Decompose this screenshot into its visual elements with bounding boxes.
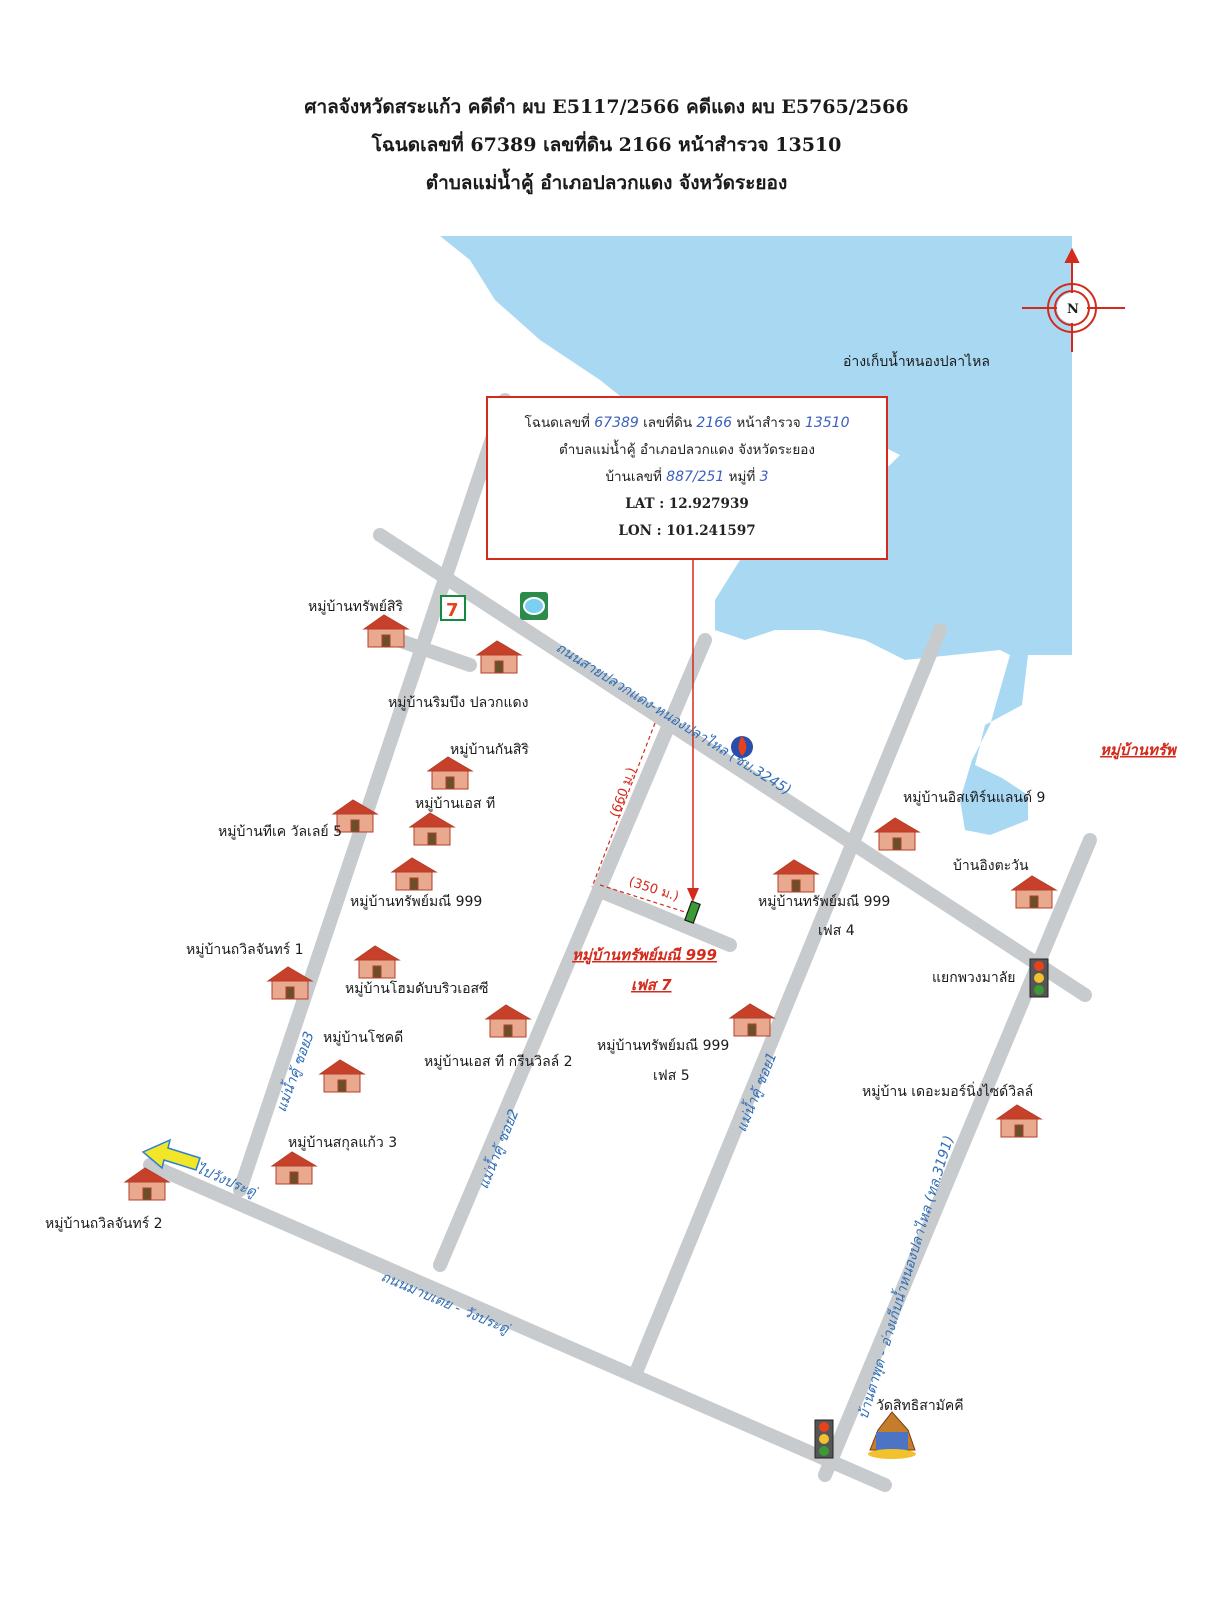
- village-label-tawinchan1: หมู่บ้านถวิลจันทร์ 1: [186, 941, 304, 958]
- header-location-line: ตำบลแม่น้ำคู้ อำเภอปลวกแดง จังหวัดระยอง: [425, 172, 788, 194]
- house-icon: [995, 1104, 1043, 1138]
- moo-number: 3: [759, 469, 769, 485]
- direction-arrow-icon: [141, 1138, 201, 1171]
- compass-north-label: N: [1067, 302, 1079, 317]
- property-pointer-arrowhead: [687, 888, 699, 902]
- document-header: ศาลจังหวัดสระแก้ว คดีดำ ผบ E5117/2566 คด…: [0, 88, 1213, 202]
- road-label-tl3191: บ้านตาพุด - อ่างเก็บน้ำหนองปลาไหล (ทล.31…: [853, 1133, 958, 1421]
- village-label-ingtawan: บ้านอิงตะวัน: [953, 858, 1029, 874]
- property-village-phase: เฟส 7: [631, 976, 672, 994]
- house-number: 887/251: [666, 469, 725, 485]
- property-village-label: หมู่บ้านทรัพย์มณี 999: [572, 946, 717, 965]
- village-house-icons: [123, 614, 1058, 1201]
- village-label-morningside: หมู่บ้าน เดอะมอร์นิ่งไซด์วิลล์: [862, 1082, 1033, 1100]
- village-label-sapmanee-p5: หมู่บ้านทรัพย์มณี 999: [597, 1037, 729, 1054]
- house-icon: [426, 756, 474, 790]
- village-label-kansiri: หมู่บ้านกันสิริ: [450, 742, 529, 758]
- village-label-chokdee: หมู่บ้านโชคดี: [323, 1029, 403, 1046]
- house-icon: [728, 1003, 776, 1037]
- house-icon: [475, 640, 523, 674]
- village-label-tawinchan2: หมู่บ้านถวิลจันทร์ 2: [45, 1215, 163, 1232]
- house-icon: [1010, 875, 1058, 909]
- house-icon: [353, 945, 401, 979]
- house-icon: [408, 812, 456, 846]
- village-label-sapmanee-p5-phase: เฟส 5: [653, 1068, 690, 1084]
- house-icon: [484, 1004, 532, 1038]
- distance-markers: [591, 722, 689, 914]
- road-label-main-south: ถนนมาบเตย - วังประดู่: [378, 1269, 513, 1338]
- road-branch-property: [598, 886, 737, 952]
- land-prefix: เลขที่ดิน: [643, 415, 693, 431]
- distance-line-350: [599, 884, 689, 914]
- village-label-sapsiri: หมู่บ้านทรัพย์สิริ: [308, 598, 404, 615]
- road-soi1: [628, 623, 947, 1382]
- deed-number: 67389: [594, 415, 639, 431]
- junction-label-puangmalai: แยกพวงมาลัย: [932, 970, 1016, 986]
- survey-number: 13510: [804, 415, 850, 431]
- road-label-main-ne: ถนนสายปลวกแดง-หนองปลาไหล (ชบ.3245): [553, 639, 794, 799]
- road-soi3: [233, 393, 512, 1197]
- house-icon: [390, 857, 438, 891]
- road-soi2: [433, 633, 712, 1272]
- village-label-edge: หมู่บ้านทรัพ: [1100, 741, 1178, 760]
- village-label-sakulkaew: หมู่บ้านสกุลแก้ว 3: [288, 1135, 397, 1151]
- temple-label: วัดสิทธิสามัคคี: [876, 1398, 964, 1414]
- house-icon: [331, 799, 379, 833]
- info-longitude: LON : 101.241597: [618, 523, 756, 539]
- gas-station-flame-icon: [731, 736, 753, 758]
- house-icon: [873, 817, 921, 851]
- house-prefix: บ้านเลขที่: [605, 469, 662, 485]
- village-label-sapmanee-p4: หมู่บ้านทรัพย์มณี 999: [758, 893, 890, 910]
- house-icon: [270, 1151, 318, 1185]
- village-label-rimbueng: หมู่บ้านริมบึง ปลวกแดง: [388, 695, 528, 711]
- house-icon: [318, 1059, 366, 1093]
- road-maptaphut-wangpradu: [143, 1158, 892, 1492]
- reservoir-label: อ่างเก็บน้ำหนองปลาไหล: [843, 351, 990, 370]
- deed-prefix: โฉนดเลขที่: [524, 415, 590, 431]
- road-network: [143, 393, 1097, 1492]
- moo-prefix: หมู่ที่: [728, 469, 756, 485]
- road-tl3191: [818, 833, 1097, 1482]
- traffic-light-icon: [1029, 958, 1049, 998]
- village-label-sapmanee: หมู่บ้านทรัพย์มณี 999: [350, 893, 482, 910]
- info-deed-row: โฉนดเลขที่ 67389 เลขที่ดิน 2166 หน้าสำรว…: [488, 410, 886, 437]
- road-branch-sapsiri: [391, 633, 477, 672]
- traffic-light-south-icon: [814, 1419, 834, 1459]
- village-label-st-greenville: หมู่บ้านเอส ที กรีนวิลล์ 2: [424, 1053, 573, 1070]
- seven-eleven-icon: 7: [440, 595, 466, 621]
- house-icon: [362, 614, 410, 648]
- village-label-home-wsc: หมู่บ้านโฮมดับบริวเอสซี: [345, 980, 489, 997]
- survey-prefix: หน้าสำรวจ: [736, 415, 801, 431]
- house-icon: [266, 966, 314, 1000]
- property-info-box: โฉนดเลขที่ 67389 เลขที่ดิน 2166 หน้าสำรว…: [486, 396, 888, 560]
- road-ploakdaeng-nongplalai: [373, 528, 1092, 1002]
- village-label-sapmanee-p4-phase: เฟส 4: [818, 923, 855, 939]
- village-label-eastern-land: หมู่บ้านอิสเทิร์นแลนด์ 9: [903, 789, 1045, 806]
- house-icon: [772, 859, 820, 893]
- temple-icon: [868, 1411, 916, 1459]
- header-court-line: ศาลจังหวัดสระแก้ว คดีดำ ผบ E5117/2566 คด…: [304, 96, 909, 118]
- distance-line-660: [591, 722, 656, 888]
- info-subdistrict: ตำบลแม่น้ำคู้ อำเภอปลวกแดง จังหวัดระยอง: [558, 442, 816, 458]
- info-house-row: บ้านเลขที่ 887/251 หมู่ที่ 3: [488, 464, 886, 491]
- village-label-st: หมู่บ้านเอส ที: [415, 796, 495, 812]
- reservoir-water: [440, 236, 1072, 835]
- ptt-station-icon: [520, 592, 548, 620]
- header-deed-line: โฉนดเลขที่ 67389 เลขที่ดิน 2166 หน้าสำรว…: [371, 134, 842, 156]
- info-latitude: LAT : 12.927939: [625, 496, 749, 512]
- land-number: 2166: [696, 415, 733, 431]
- property-plot-marker: [684, 900, 701, 924]
- svg-text:7: 7: [446, 600, 459, 621]
- house-icon: [123, 1167, 171, 1201]
- village-label-tk-valley: หมู่บ้านทีเค วัลเลย์ 5: [218, 823, 342, 840]
